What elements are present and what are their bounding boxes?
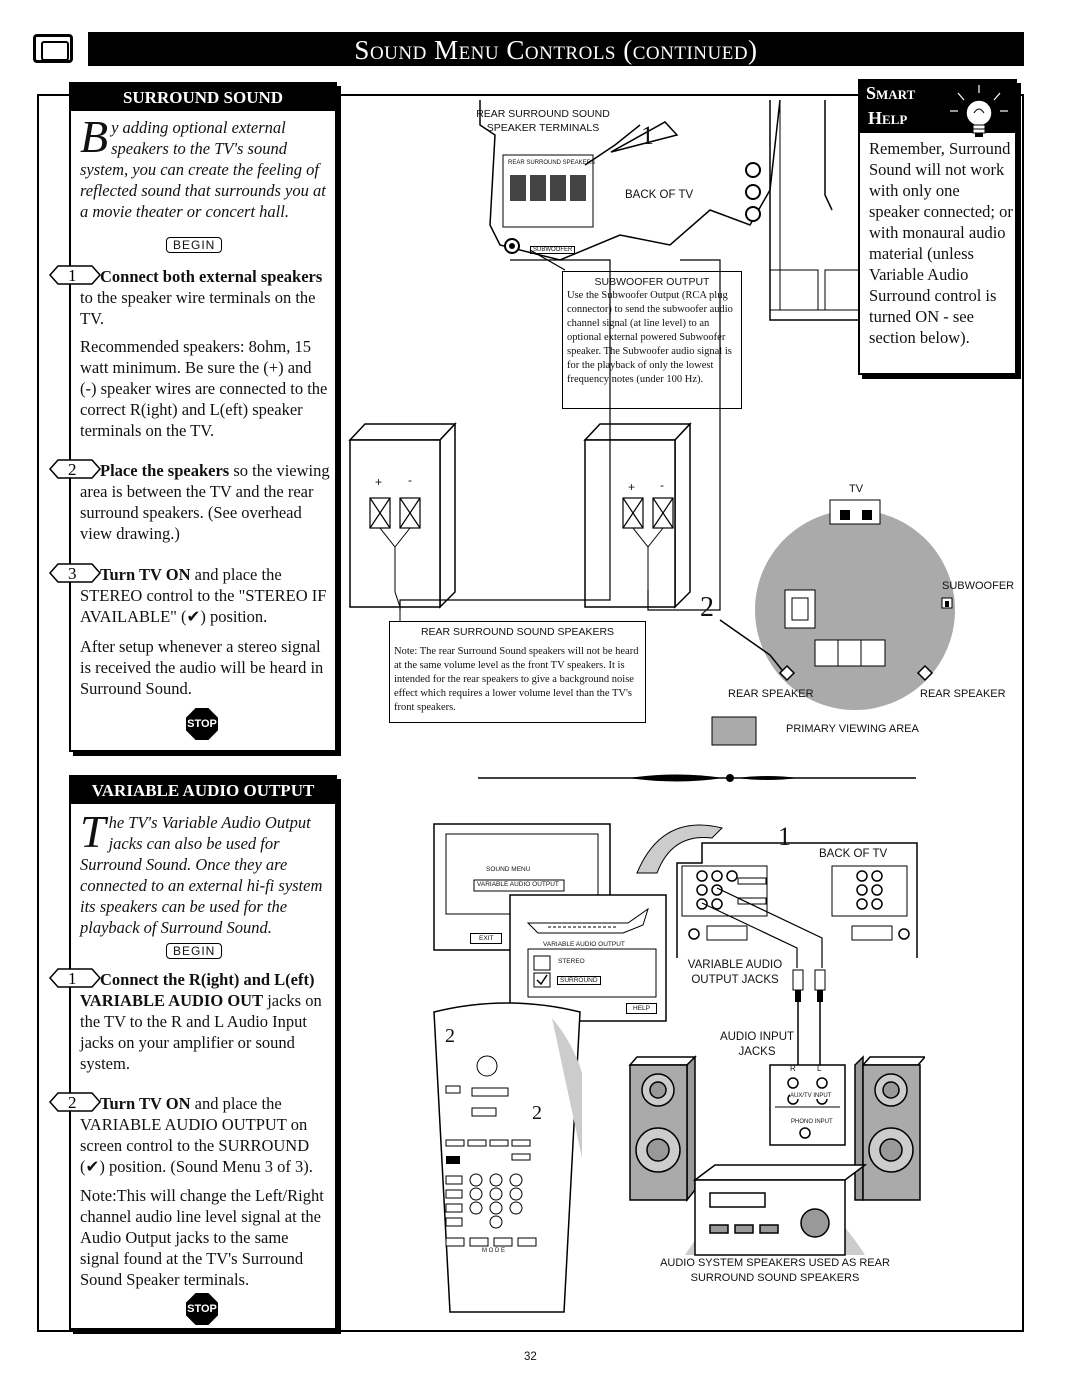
overhead-view-drawing — [711, 499, 955, 746]
svg-text:2: 2 — [68, 1093, 77, 1112]
exit-button[interactable]: EXIT — [470, 933, 503, 944]
remote-mode-label: M O D E — [482, 1248, 506, 1254]
rear-surround-speakers-drawing — [348, 422, 692, 627]
page-number: 32 — [524, 1351, 537, 1363]
svg-text:2: 2 — [68, 460, 77, 479]
variable-jacks-label: VARIABLE AUDIO OUTPUT JACKS — [687, 959, 783, 986]
variable-heading: VARIABLE AUDIO OUTPUT — [71, 777, 335, 804]
minus-label-left: - — [408, 473, 412, 487]
step-1-top: 1 — [610, 117, 679, 153]
step-2-top: 2 — [700, 592, 714, 623]
step-2-remote-b: 2 — [532, 1102, 542, 1124]
surround-step1: Connect both external speakers to the sp… — [80, 267, 323, 328]
back-of-tv-bottom: BACK OF TV — [819, 848, 888, 860]
aux-input-label: AUX/TV INPUT — [790, 1093, 832, 1099]
tv-back-panel-drawing — [479, 99, 860, 321]
audio-system-caption: AUDIO SYSTEM SPEAKERS USED AS REAR SURRO… — [660, 1257, 890, 1284]
submenu-title: VARIABLE AUDIO OUTPUT — [543, 941, 625, 948]
curved-arrow — [636, 824, 723, 874]
subwoofer-tag: SUBWOOFER — [530, 246, 576, 254]
subwoofer-output-title: SUBWOOFER OUTPUT — [594, 276, 710, 288]
overhead-subwoofer-label: SUBWOOFER — [942, 580, 1015, 592]
minus-label-right: - — [660, 478, 664, 492]
menu-variable-item: VARIABLE AUDIO OUTPUT — [477, 881, 559, 888]
step-2-remote-a: 2 — [445, 1025, 455, 1047]
svg-text:1: 1 — [68, 266, 77, 285]
variable-step2-note: Note:This will change the Left/Right cha… — [80, 1186, 324, 1289]
tv-back-jacks-drawing — [676, 842, 918, 968]
page-frame — [37, 94, 1024, 1332]
option-stereo[interactable]: STEREO — [558, 958, 585, 965]
input-r-label: R — [790, 1064, 796, 1073]
surround-step2: Place the speakers so the viewing area i… — [80, 461, 330, 543]
smart-help-title-2: Help — [868, 108, 908, 128]
surround-dropcap: B — [80, 111, 109, 162]
rear-speaker-left-label: REAR SPEAKER — [728, 688, 814, 700]
svg-text:1: 1 — [68, 969, 77, 988]
audio-input-label: AUDIO INPUT JACKS — [719, 1031, 795, 1058]
variable-step2: Turn TV ON and place the VARIABLE AUDIO … — [80, 1094, 313, 1176]
surround-begin-badge: BEGIN — [166, 237, 223, 253]
option-surround[interactable]: SURROUND — [557, 976, 601, 985]
primary-viewing-label: PRIMARY VIEWING AREA — [786, 723, 919, 735]
svg-text:3: 3 — [68, 564, 77, 583]
remote-control-drawing — [433, 1002, 582, 1313]
step-2-marker: 2 — [48, 459, 102, 479]
overhead-tv-label: TV — [849, 483, 864, 495]
stop-icon: STOP — [186, 1293, 218, 1325]
surround-step3-note: After setup whenever a stereo signal is … — [80, 637, 324, 698]
section-divider — [478, 774, 916, 782]
step-1-bottom: 1 — [778, 822, 791, 851]
plus-label-left: + — [375, 475, 383, 489]
surround-step3: Turn TV ON and place the STEREO control … — [80, 565, 327, 626]
subwoofer-output-box: SUBWOOFER OUTPUT Use the Subwoofer Outpu… — [562, 271, 742, 409]
rear-speakers-note: Note: The rear Surround Sound speakers w… — [394, 646, 639, 713]
rear-speakers-title: REAR SURROUND SOUND SPEAKERS — [420, 626, 615, 638]
stop-icon: STOP — [186, 708, 218, 740]
smart-help-title-1: Smart — [866, 83, 916, 103]
step-1-marker: 1 — [48, 968, 102, 988]
smart-help-box: Smart Help Remember, Surround Sound will… — [858, 79, 1017, 375]
rear-terminals-label: REAR SURROUND SOUND SPEAKER TERMINALS — [476, 108, 610, 134]
input-l-label: L — [817, 1064, 822, 1073]
plus-label-right: + — [628, 480, 636, 494]
step-2-marker: 2 — [48, 1092, 102, 1112]
variable-dropcap: T — [80, 806, 106, 857]
rca-cables — [792, 969, 826, 1070]
sound-menu-title: SOUND MENU — [486, 866, 531, 873]
variable-begin-badge: BEGIN — [166, 943, 223, 959]
help-button[interactable]: HELP — [626, 1003, 657, 1014]
lightbulb-icon — [950, 85, 1008, 137]
subwoofer-output-text: Use the Subwoofer Output (RCA plug conne… — [567, 290, 733, 385]
speaker-wires — [399, 259, 721, 611]
smart-help-text: Remember, Surround Sound will not work w… — [869, 139, 1013, 347]
variable-step1: Connect the R(ight) and L(eft) VARIABLE … — [80, 970, 322, 1073]
surround-step1-note: Recommended speakers: 8ohm, 15 watt mini… — [80, 337, 328, 440]
back-of-tv-top: BACK OF TV — [625, 189, 694, 201]
step-1-marker: 1 — [48, 265, 102, 285]
page-title: Sound Menu Controls (continued) — [88, 32, 1024, 66]
rear-speaker-right-label: REAR SPEAKER — [920, 688, 1006, 700]
step-3-marker: 3 — [48, 563, 102, 583]
surround-heading: SURROUND SOUND — [71, 84, 335, 111]
audio-system-drawing — [628, 1055, 925, 1256]
rear-speakers-note-box: REAR SURROUND SOUND SPEAKERS Note: The r… — [389, 621, 646, 723]
phono-input-label: PHONO INPUT — [791, 1119, 833, 1125]
tv-icon — [33, 34, 73, 63]
rear-speakers-tag: REAR SURROUND SPEAKERS — [508, 160, 596, 166]
submenu-screen-drawing — [509, 894, 667, 1022]
